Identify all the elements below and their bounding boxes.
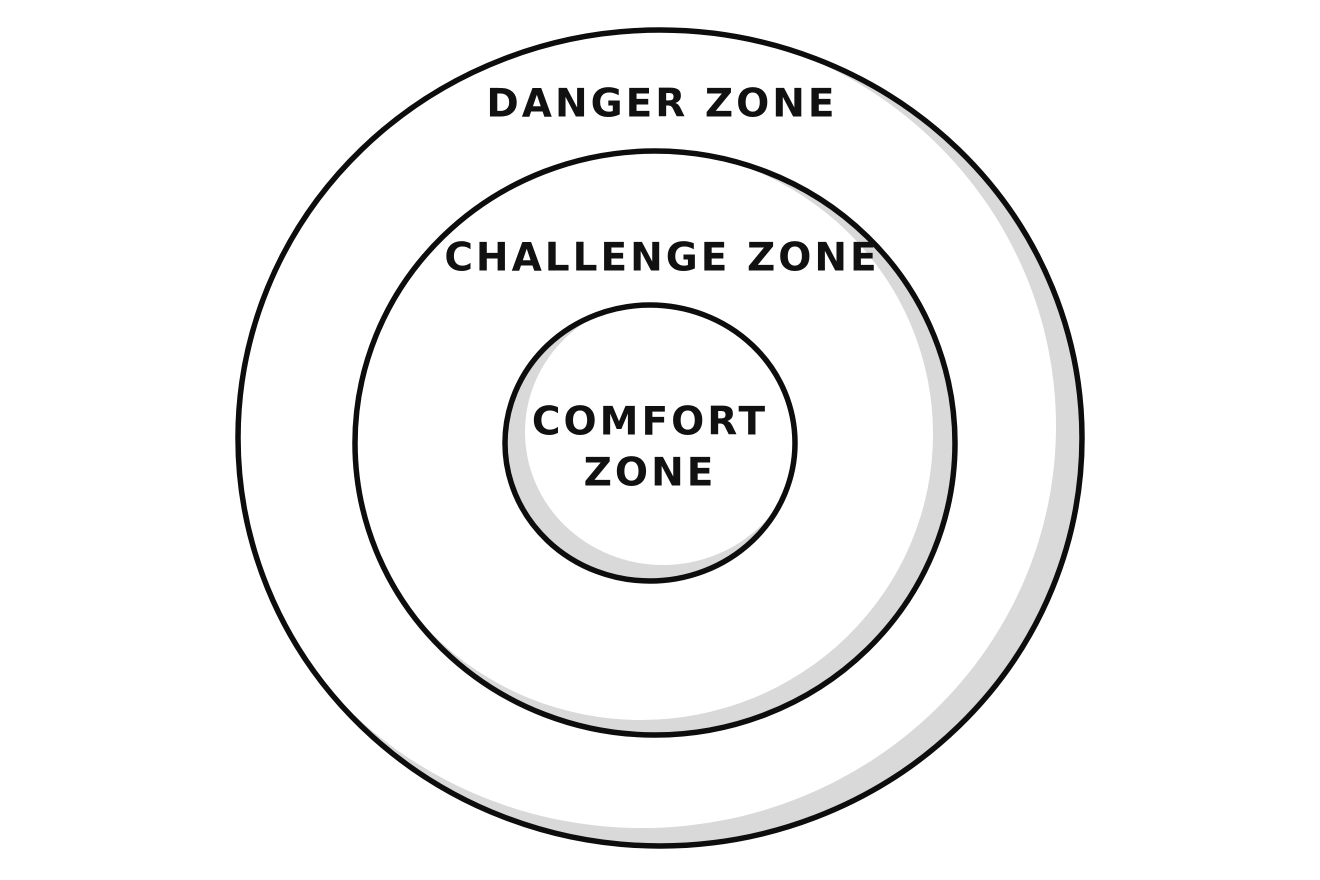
comfort-zone-label-line2: ZONE bbox=[584, 451, 717, 496]
challenge-zone-label: CHALLENGE ZONE bbox=[444, 236, 879, 281]
danger-zone-label: DANGER ZONE bbox=[486, 82, 837, 127]
comfort-zone-circle bbox=[502, 302, 798, 584]
comfort-zone-label-line1: COMFORT bbox=[532, 400, 768, 445]
